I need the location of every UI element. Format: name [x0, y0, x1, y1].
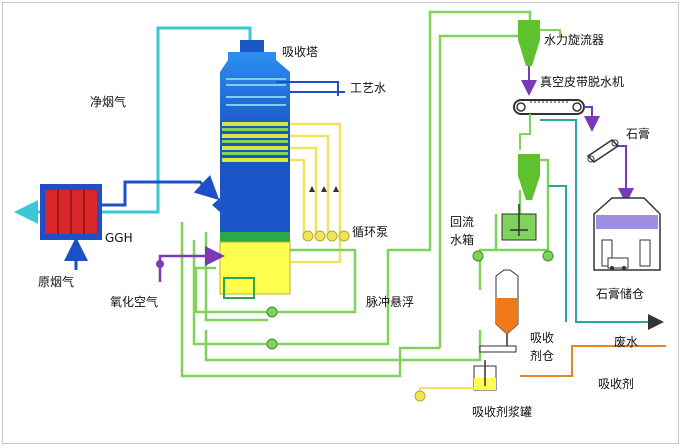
gypsum-storage — [593, 197, 661, 271]
label-clean-flue-gas: 净烟气 — [90, 94, 126, 109]
circulation-pump-icons — [302, 230, 350, 242]
waste-water-pipe — [540, 119, 664, 330]
label-gypsum: 石膏 — [626, 126, 650, 141]
raw-gas-pipe — [64, 174, 220, 270]
label-pulse-suspension: 脉冲悬浮 — [366, 294, 414, 309]
label-absorbent-slurry-tank: 吸收剂浆罐 — [472, 404, 532, 419]
circulation-arrows — [309, 186, 339, 192]
return-water-tank — [501, 154, 540, 241]
label-waste-water: 废水 — [614, 334, 638, 349]
label-absorbent-silo-line1: 吸收 — [530, 331, 554, 345]
green-slurry-pipes — [180, 10, 550, 378]
label-absorbent-silo-line2: 剂仓 — [530, 348, 554, 363]
ggh-heat-exchanger — [40, 184, 102, 240]
label-vacuum-belt-filter: 真空皮带脱水机 — [540, 74, 624, 89]
label-circulation-pump: 循环泵 — [352, 225, 388, 239]
label-gypsum-storage: 石膏储仓 — [596, 286, 644, 301]
label-process-water: 工艺水 — [350, 81, 386, 95]
hydrocyclone — [518, 20, 561, 96]
label-oxidation-air: 氧化空气 — [110, 294, 158, 309]
oxidation-air-pipe — [156, 246, 225, 282]
absorber-tower — [212, 40, 291, 299]
process-water-pipe — [276, 81, 345, 96]
label-ggh: GGH — [105, 231, 133, 245]
label-absorbent: 吸收剂 — [598, 376, 634, 391]
green-valves — [266, 250, 554, 350]
label-return-water-tank-line1: 回流 — [450, 215, 474, 229]
label-raw-flue-gas: 原烟气 — [38, 274, 74, 289]
vacuum-belt-filter — [513, 99, 600, 150]
label-hydrocyclone: 水力旋流器 — [544, 33, 604, 47]
image-frame — [2, 2, 679, 444]
label-absorber-tower: 吸收塔 — [282, 45, 318, 59]
absorbent-slurry-tank — [414, 360, 497, 402]
circulation-pipes — [290, 122, 342, 264]
absorbent-silo — [479, 269, 666, 377]
label-return-water-tank-line2: 水箱 — [450, 232, 474, 247]
gypsum-conveyor — [586, 139, 634, 204]
